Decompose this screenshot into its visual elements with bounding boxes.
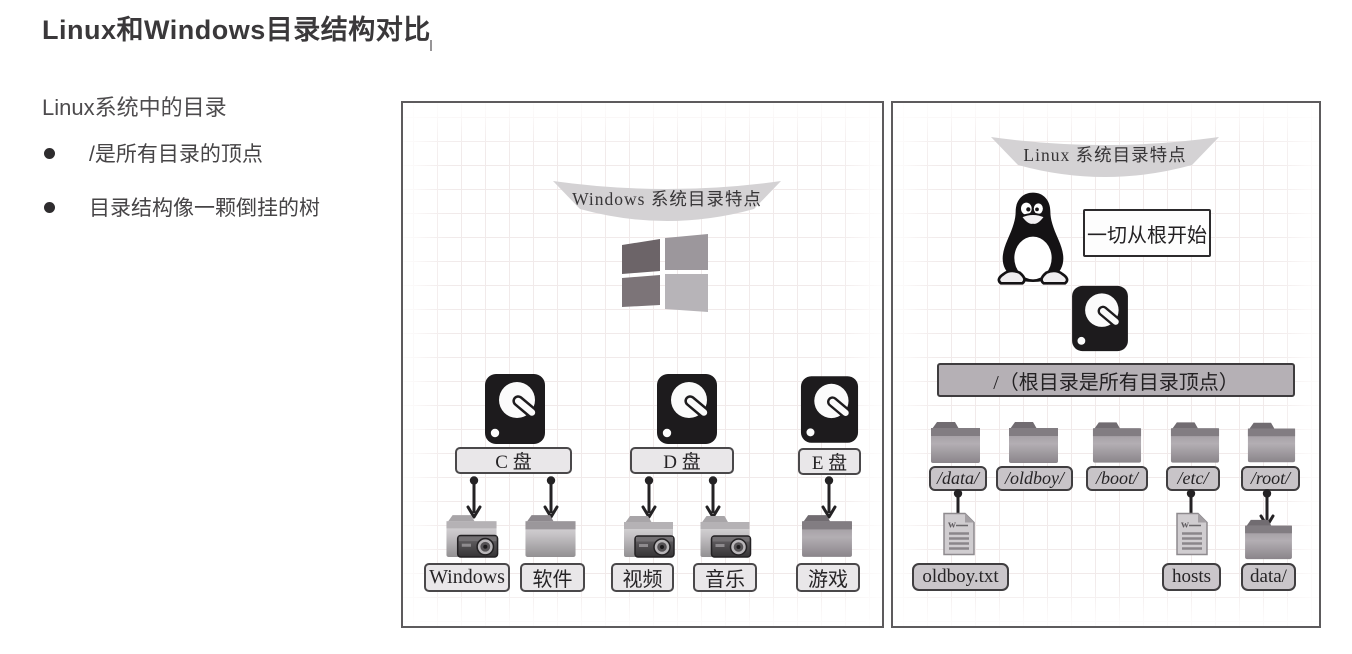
hard-drive-icon	[657, 374, 717, 444]
banner-ribbon-icon	[991, 137, 1219, 177]
folder-icon	[1092, 422, 1142, 463]
folder-label-windows: Windows	[424, 563, 510, 592]
file-label-oldboy-txt: oldboy.txt	[912, 563, 1009, 591]
intro-heading: Linux系统中的目录	[42, 95, 227, 120]
bullet-text: /是所有目录的顶点	[89, 143, 263, 166]
linux-banner: Linux 系统目录特点	[989, 125, 1221, 187]
document-icon: w	[943, 512, 975, 556]
folder-icon	[802, 515, 852, 557]
bullet-text: 目录结构像一颗倒挂的树	[89, 197, 320, 220]
hard-drive-icon	[485, 374, 545, 444]
drive-label-d: D 盘	[630, 447, 734, 474]
file-label-hosts: hosts	[1162, 563, 1221, 591]
page-title: Linux和Windows目录结构对比	[42, 15, 431, 45]
hard-drive-icon	[800, 376, 859, 443]
linux-banner-label: Linux 系统目录特点	[1023, 145, 1187, 165]
folder-icon	[931, 422, 980, 463]
drive-label-c: C 盘	[455, 447, 572, 474]
windows-logo-icon	[622, 234, 708, 312]
document-icon: w	[1176, 512, 1208, 556]
bullet-item: 目录结构像一颗倒挂的树	[44, 192, 320, 222]
dir-label-data: /data/	[929, 466, 987, 491]
bullet-dot-icon	[44, 147, 55, 159]
doc-letter: w	[948, 519, 956, 531]
camera-folder-icon	[624, 516, 675, 558]
dir-label-oldboy: /oldboy/	[996, 466, 1073, 491]
folder-label-video: 视频	[611, 563, 674, 592]
banner-ribbon-icon	[553, 181, 781, 221]
down-arrow-icon	[641, 476, 657, 519]
tux-icon	[997, 192, 1069, 285]
text-cursor	[430, 40, 432, 51]
down-arrow-icon	[821, 476, 837, 519]
drive-label-e: E 盘	[798, 448, 861, 475]
bullet-dot-icon	[44, 201, 55, 213]
windows-directory-panel: Windows 系统目录特点 C 盘 D 盘 E 盘	[401, 101, 884, 628]
doc-letter: w	[1181, 519, 1189, 531]
bullet-item: /是所有目录的顶点	[44, 138, 263, 168]
root-note: 一切从根开始	[1083, 209, 1211, 257]
camera-folder-icon	[700, 516, 752, 558]
camera-folder-icon	[446, 515, 499, 558]
linux-directory-panel: Linux 系统目录特点 一切从根开始 /（根目录是所有目录顶点）	[891, 101, 1321, 628]
root-bar: /（根目录是所有目录顶点）	[937, 363, 1295, 397]
down-arrow-icon	[466, 476, 482, 519]
folder-icon	[1170, 422, 1220, 463]
folder-icon	[1247, 422, 1296, 463]
windows-banner: Windows 系统目录特点	[551, 169, 783, 231]
folder-label-games: 游戏	[796, 563, 860, 592]
windows-banner-label: Windows 系统目录特点	[572, 189, 762, 209]
folder-label-music: 音乐	[693, 563, 757, 592]
folder-icon	[1245, 519, 1292, 560]
folder-icon	[525, 515, 576, 557]
dir-label-root: /root/	[1241, 466, 1300, 491]
dir-label-boot: /boot/	[1086, 466, 1148, 491]
folder-icon	[1009, 422, 1058, 463]
file-label-data: data/	[1241, 563, 1296, 591]
hard-drive-icon	[1072, 285, 1128, 352]
dir-label-etc: /etc/	[1166, 466, 1220, 491]
folder-label-software: 软件	[520, 563, 585, 592]
